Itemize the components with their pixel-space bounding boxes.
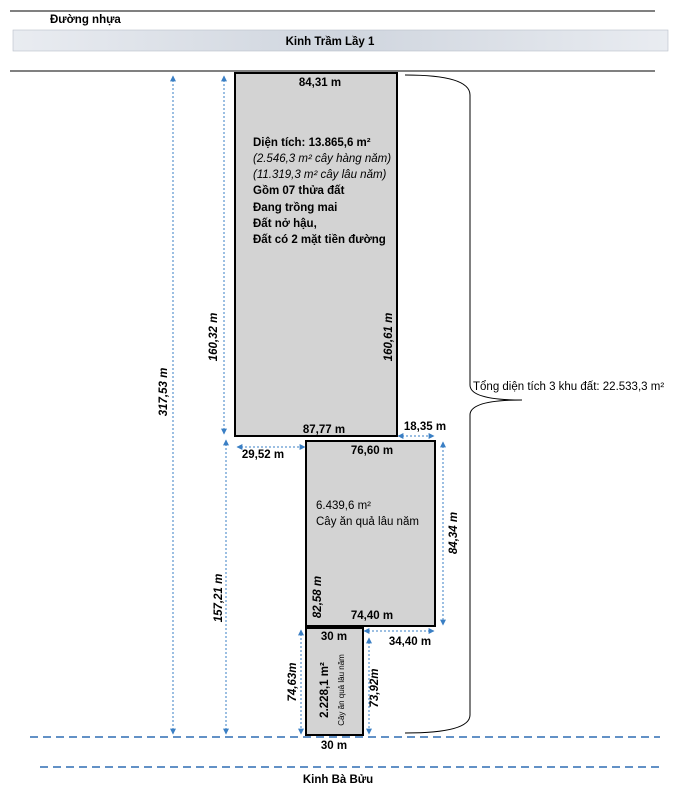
plot-c-offset-label: 34,40 m [389, 636, 431, 648]
plot-b-area: 6.439,6 m² [316, 500, 371, 512]
canal-bottom-label: Kinh Bà Bửu [303, 774, 373, 786]
plot-b-crop: Cây ăn quả lâu năm [316, 516, 419, 528]
offset-left-label: 29,52 m [242, 449, 284, 461]
plot-a-perennial: (11.319,3 m² cây lâu năm) [253, 169, 387, 181]
plot-c-crop: Cây ăn quả lâu năm [337, 654, 346, 726]
plot-c-top-width: 30 m [321, 631, 347, 643]
plot-c-area: 2.228,1 m² [319, 662, 331, 718]
plot-b [305, 440, 436, 627]
plot-a-area: Diện tích: 13.865,6 m² [253, 137, 371, 149]
plot-a-top-width: 84,31 m [299, 77, 341, 89]
road-label: Đường nhựa [50, 14, 121, 26]
offset-right-label: 18,35 m [404, 421, 446, 433]
plot-a [234, 72, 398, 437]
plot-b-top-width: 76,60 m [351, 445, 393, 457]
canal-top-band [12, 29, 669, 52]
plot-a-shape: Đất nở hậu, [253, 218, 317, 230]
lower-height-label: 157,21 m [213, 574, 225, 623]
total-brace [404, 74, 523, 734]
plot-a-frontage: Đất có 2 mặt tiền đường [253, 234, 386, 246]
plot-a-right-side: 160,61 m [383, 313, 395, 362]
plot-a-growing: Đang trồng mai [253, 202, 337, 214]
plot-c [305, 627, 364, 736]
plot-b-left-side: 82,58 m [312, 576, 324, 618]
plot-b-right-label: 84,34 m [448, 512, 460, 554]
plot-a-bottom-width: 87,77 m [303, 424, 345, 436]
canal-top-label: Kinh Trầm Lầy 1 [286, 36, 375, 48]
plot-c-left-label: 74,63m [287, 662, 299, 701]
total-area-label: Tổng diện tích 3 khu đất: 22.533,3 m² [473, 381, 664, 393]
plot-c-right-label: 73,92m [369, 668, 381, 707]
plot-b-bottom-width: 74,40 m [351, 610, 393, 622]
plot-c-bottom-width: 30 m [321, 740, 347, 752]
plot-a-annual: (2.546,3 m² cây hàng năm) [253, 153, 391, 165]
plot-a-parcels: Gồm 07 thửa đất [253, 185, 345, 197]
plot-a-left-side: 160,32 m [208, 313, 220, 362]
total-height-label: 317,53 m [158, 368, 170, 417]
